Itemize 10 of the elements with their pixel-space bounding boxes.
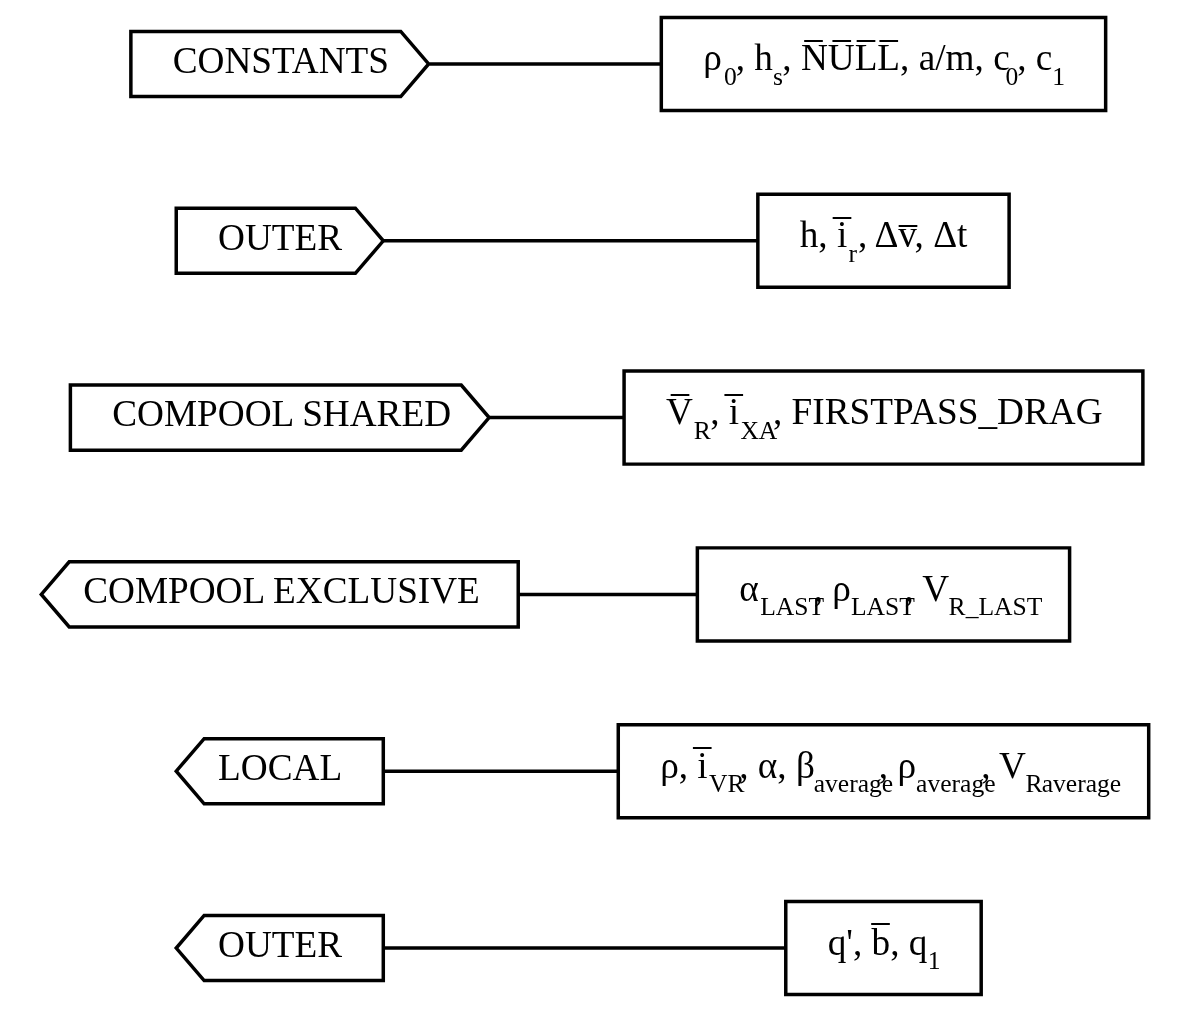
node-box: V̅$_{R}$, i̅$_{XA}$, FIRSTPASS_DRAG bbox=[621, 369, 1145, 466]
connector bbox=[383, 769, 618, 773]
node-box: h, i̅$_{r}$, Δv̅, Δt bbox=[755, 192, 1011, 290]
node-box: ρ$_{0}$, h$_{s}$, N̅U̅L̅L̅, a/m, c$_{0}$, c$_{1}$ bbox=[659, 15, 1107, 113]
connector bbox=[428, 62, 661, 66]
connector bbox=[383, 239, 757, 243]
connector bbox=[489, 415, 624, 420]
node-box: q', b̅, q$_{1}$ bbox=[783, 899, 983, 997]
connector bbox=[383, 946, 785, 950]
connector bbox=[518, 592, 697, 597]
